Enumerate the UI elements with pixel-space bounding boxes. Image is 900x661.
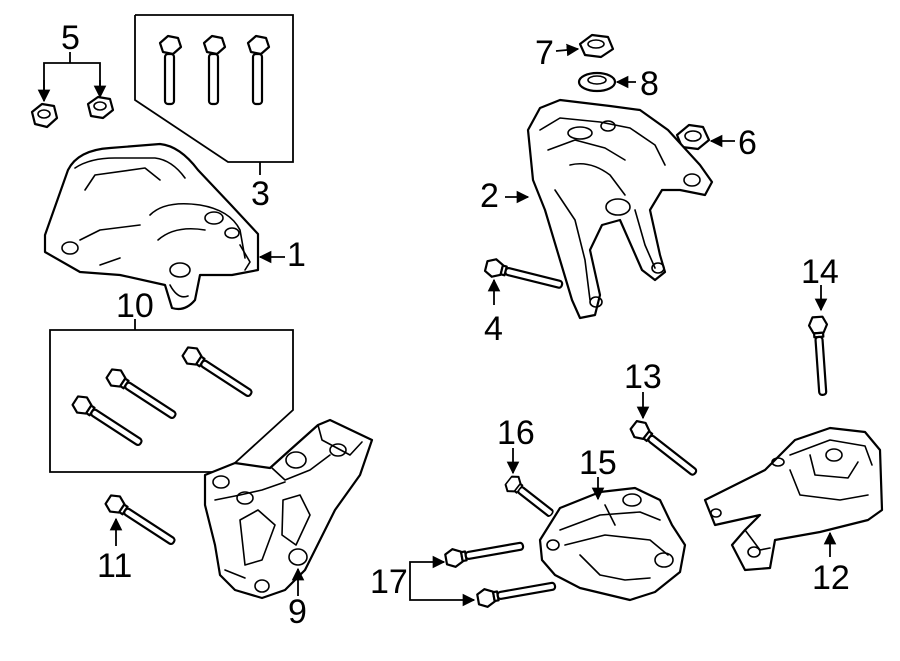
mount-bracket-icon — [526, 98, 714, 320]
callout-10: 10 — [116, 287, 154, 325]
bolt-icon — [202, 34, 227, 106]
callout-14: 14 — [801, 253, 839, 291]
bolt-icon — [807, 315, 833, 397]
callout-9: 9 — [288, 593, 307, 631]
bolt-icon — [482, 256, 566, 295]
bolt-icon — [475, 575, 558, 610]
callout-17: 17 — [370, 563, 408, 601]
bolt-icon — [103, 364, 181, 425]
engine-mount-icon — [43, 142, 260, 311]
nut-icon — [30, 102, 59, 129]
callout-4: 4 — [484, 310, 503, 348]
washer-icon — [577, 71, 617, 93]
callout-7: 7 — [535, 34, 554, 72]
bolt-icon — [627, 416, 702, 482]
callout-12: 12 — [812, 559, 850, 597]
callout-5: 5 — [61, 19, 80, 57]
bolt-icon — [158, 34, 183, 106]
callout-13: 13 — [624, 358, 662, 396]
nut-pair-5-group — [30, 52, 115, 129]
bolt-set-3-group — [134, 14, 294, 175]
nut-icon — [578, 33, 615, 59]
rear-mount-icon — [703, 426, 884, 572]
callout-11: 11 — [97, 547, 132, 585]
bolt-set-10-group — [49, 319, 294, 473]
bolt-icon — [179, 342, 257, 403]
callout-1: 1 — [287, 236, 306, 274]
callout-8: 8 — [640, 65, 659, 103]
mount-bracket-icon — [538, 486, 687, 602]
bolt-icon — [502, 472, 559, 523]
nut-icon — [86, 95, 115, 120]
callout-2: 2 — [480, 177, 499, 215]
bolt-icon — [443, 535, 526, 570]
transmission-bracket-icon — [203, 418, 374, 600]
callout-16: 16 — [497, 414, 535, 452]
bolt-icon — [246, 34, 271, 106]
callout-6: 6 — [738, 124, 757, 162]
callout-3: 3 — [251, 175, 270, 213]
bolt-icon — [69, 391, 147, 452]
callout-15: 15 — [579, 444, 617, 482]
bolt-icon — [102, 490, 180, 551]
bolt-pair-17-group — [409, 535, 558, 610]
